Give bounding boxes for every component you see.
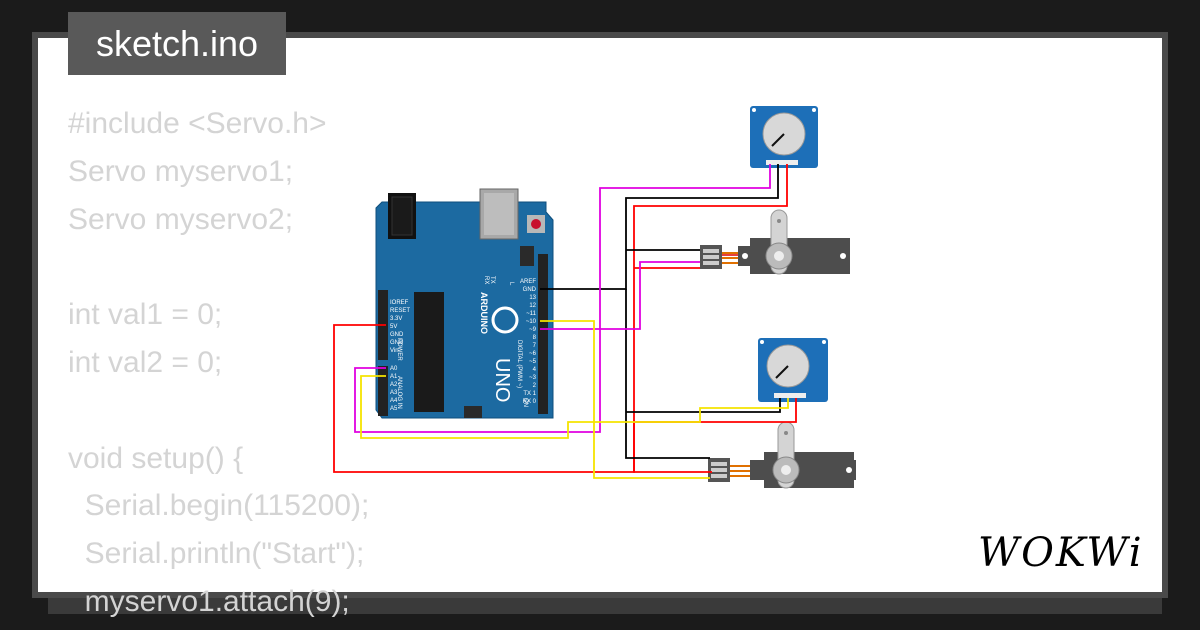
code-listing: #include <Servo.h> Servo myservo1; Servo… <box>68 100 369 626</box>
digital-pin-label: ~10 <box>526 319 537 325</box>
wire-magenta <box>540 261 700 330</box>
wire-red <box>633 420 712 473</box>
code-line: Servo myservo2; <box>68 202 294 236</box>
digital-pin-label: 4 <box>533 367 537 373</box>
analog-pin-label: A2 <box>390 382 398 388</box>
potentiometer-2[interactable] <box>758 338 828 402</box>
power-pin-label: 3.3V <box>390 316 402 322</box>
wire-black <box>626 398 781 413</box>
board-on-label: ON <box>522 398 528 407</box>
digital-pin-label: TX 1 <box>523 391 536 397</box>
analog-pin-label: A4 <box>390 398 398 404</box>
tx-led-label: TX <box>489 276 495 284</box>
potentiometer-1[interactable] <box>750 106 818 168</box>
power-header-label: POWER <box>396 338 402 361</box>
digital-pin-label: ~9 <box>529 327 537 333</box>
digital-pin-label: 13 <box>529 295 536 301</box>
analog-pin-label: A3 <box>390 390 398 396</box>
file-name-tab[interactable]: sketch.ino <box>68 12 286 75</box>
power-pin-label: GND <box>390 340 404 346</box>
digital-pin-label: 12 <box>529 303 536 309</box>
digital-pin-label: ~5 <box>529 359 537 365</box>
code-line: int val2 = 0; <box>68 345 223 379</box>
power-pin-label: GND <box>390 332 404 338</box>
analog-pin-label: A5 <box>390 406 398 412</box>
servo-1[interactable] <box>700 209 850 275</box>
wire-yellow <box>360 375 789 439</box>
digital-pin-label: 8 <box>533 335 537 341</box>
l-led-label: L <box>508 282 514 286</box>
analog-pin-label: A1 <box>390 374 398 380</box>
code-line: #include <Servo.h> <box>68 107 327 140</box>
wokwi-logo-text: WOKWi <box>978 530 1144 576</box>
board-brand: ARDUINO <box>479 292 489 334</box>
digital-pin-label: GND <box>523 287 537 293</box>
rx-led-label: RX <box>483 276 489 284</box>
wire-black <box>625 289 710 459</box>
wire-black <box>540 164 779 290</box>
card-shadow <box>48 598 1162 614</box>
code-line: Serial.begin(115200); <box>68 489 370 523</box>
servo-2[interactable] <box>708 421 856 489</box>
power-pin-label: 5V <box>390 324 397 330</box>
digital-pin-label: ~3 <box>529 375 537 381</box>
board-model: UNO <box>491 358 513 402</box>
power-pin-label: Vin <box>390 348 399 354</box>
power-pin-label: IOREF <box>390 300 409 306</box>
digital-pin-label: 7 <box>533 343 537 349</box>
code-line: void setup() { <box>68 441 244 475</box>
digital-pin-label: ~11 <box>526 311 536 317</box>
digital-pin-label: ~6 <box>529 351 537 357</box>
wire-magenta <box>354 164 771 433</box>
power-pin-label: RESET <box>390 308 410 314</box>
code-line: int val1 = 0; <box>68 298 223 332</box>
wire-yellow <box>540 320 710 479</box>
analog-header-label: ANALOG IN <box>396 376 402 409</box>
digital-pin-label: RX 0 <box>523 399 537 405</box>
code-line: myservo1.attach(9); <box>68 584 350 618</box>
digital-header-label: DIGITAL (PWM ~) <box>516 340 522 388</box>
digital-pin-label: AREF <box>520 279 536 285</box>
arduino-uno-board[interactable]: ARDUINO UNO ON DIGITAL (PWM ~) POWER ANA… <box>375 188 554 419</box>
wokwi-logo: WOKWi <box>978 530 1144 576</box>
code-line: Servo myservo1; <box>68 154 294 188</box>
analog-pin-label: A0 <box>390 366 398 372</box>
wires <box>333 164 797 479</box>
code-line: Serial.println("Start"); <box>68 537 365 571</box>
digital-pin-label: 2 <box>533 383 537 389</box>
